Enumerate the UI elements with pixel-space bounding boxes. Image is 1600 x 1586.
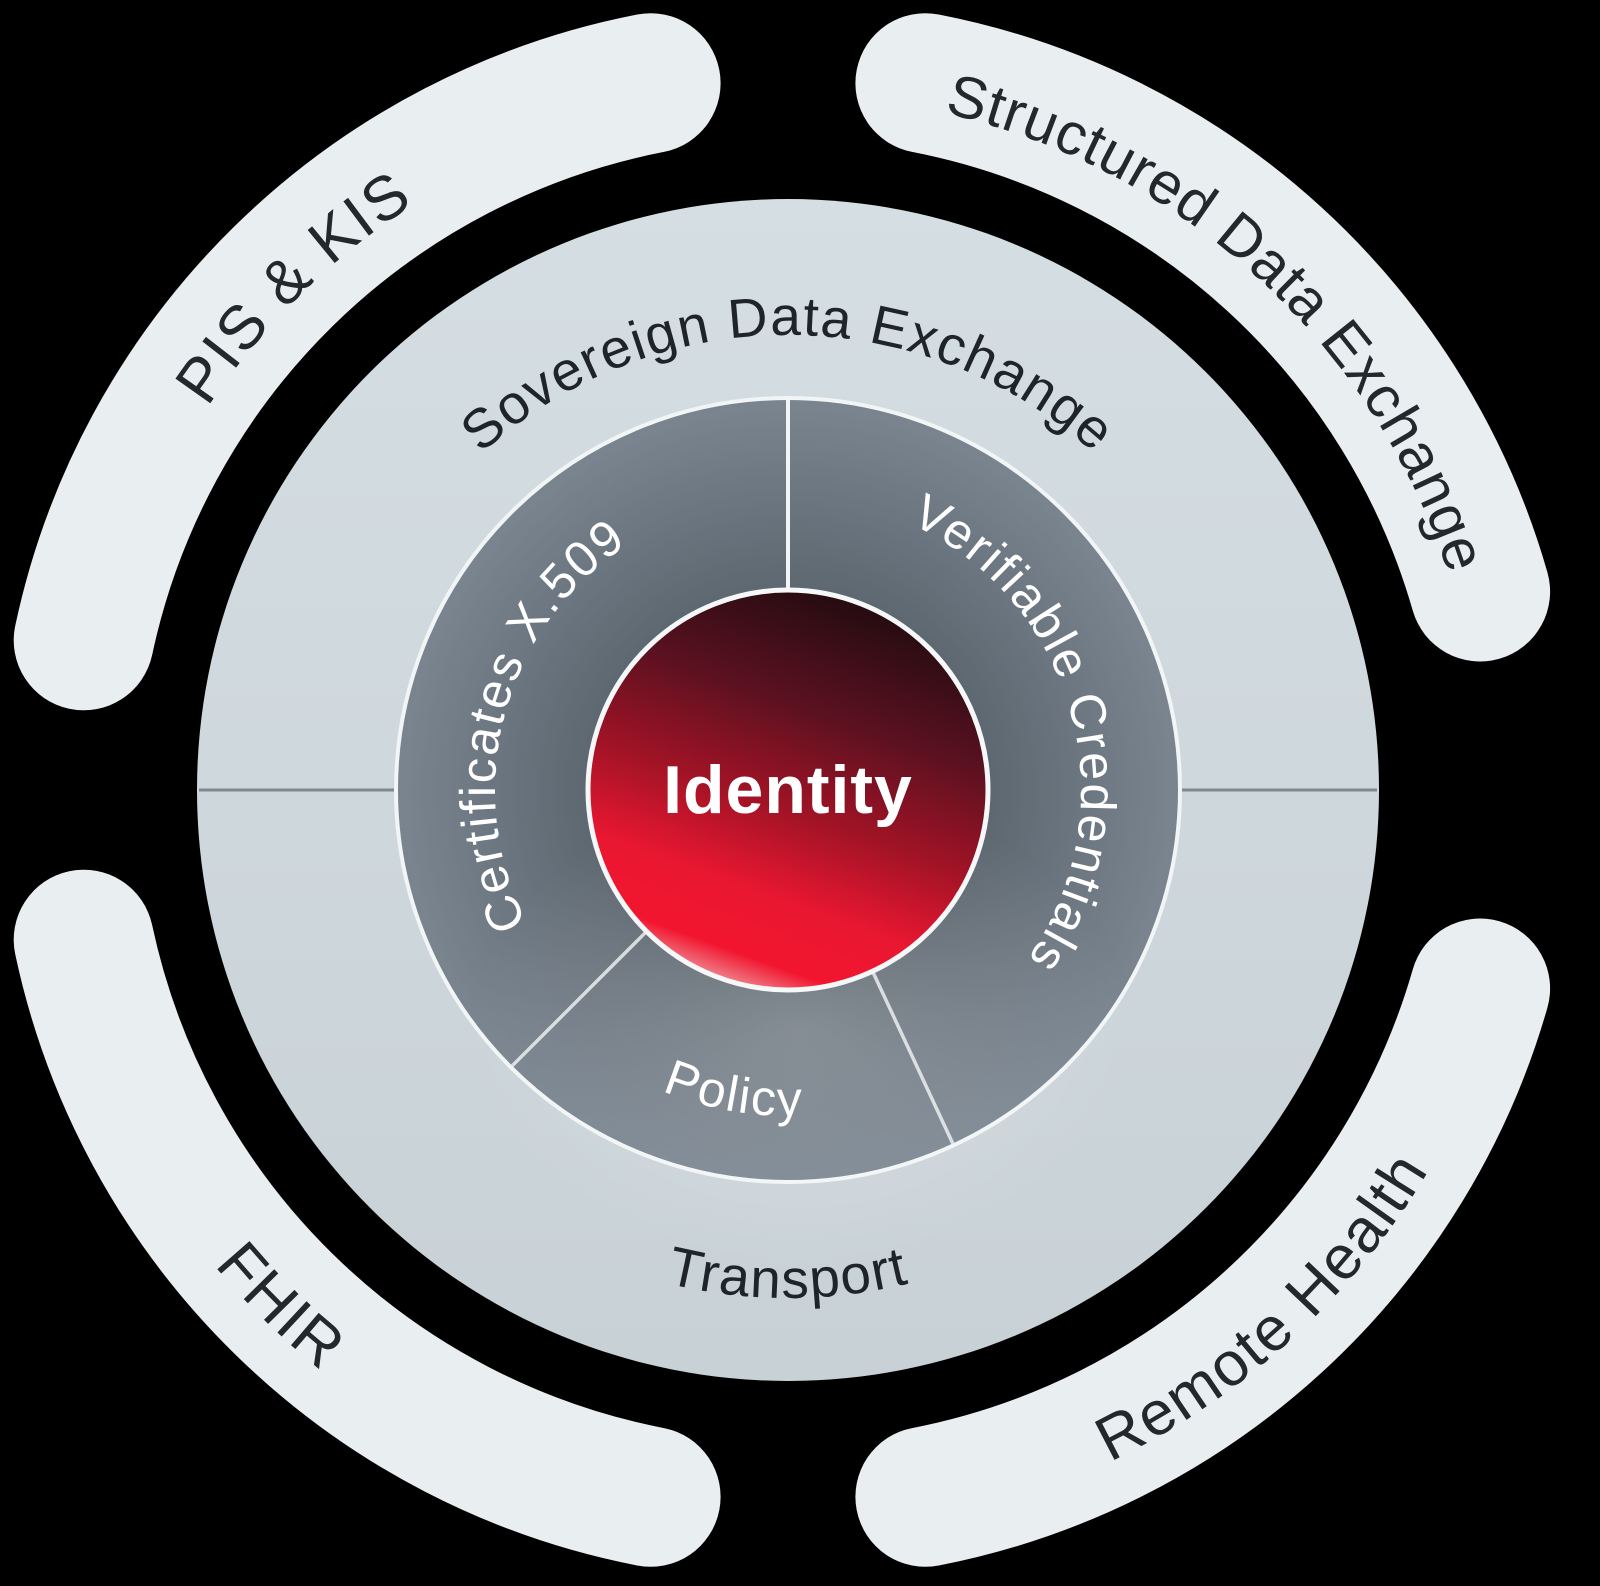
arc-pis-kis [13,13,721,711]
arc-structured-data-exchange [855,13,1551,662]
arc-fhir [13,869,721,1567]
satellite-arc-ring [13,13,1551,1567]
arc-remote-health [855,918,1551,1567]
inner-ring-divider-lower-left [510,931,647,1068]
center-label: Identity [663,752,913,828]
center-circle [585,587,991,993]
inner-ring-divider-lower-right [871,972,955,1145]
